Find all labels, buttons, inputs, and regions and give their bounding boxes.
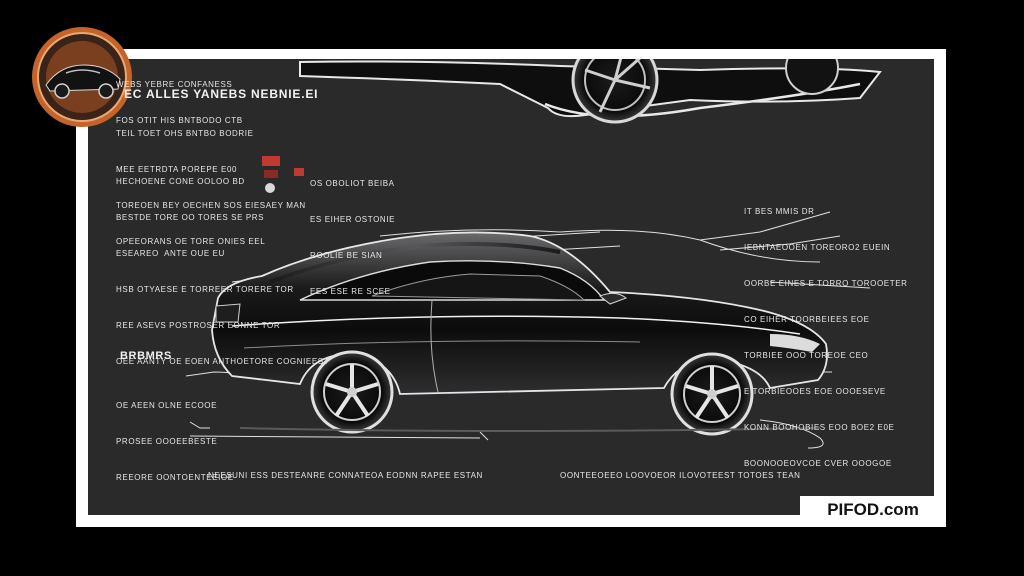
note-left-lower: OE AEEN OLNE ECOOE PROSEE OOOEEBESTE REE… (116, 376, 234, 508)
note-mid-center: OS OBOLIOT BEIBA ES EIHER OSTONIE ROOLIE… (310, 154, 395, 322)
note-right: IT BES MMIS DR IEBNTAEOOEN TOREORO2 EUEI… (744, 182, 908, 494)
note-top-left: WEBS YEBRE CONFANESS FOS OTIT HIS BNTBOD… (116, 55, 243, 151)
note-line: TOREOEN BEY OECHEN SOS EIESAEY MAN (116, 201, 306, 210)
note-line: BOONOOEOVCOE CVER OOOGOE (744, 459, 892, 468)
note-line: ES EIHER OSTONIE (310, 215, 396, 224)
note-line: IEBNTAEOOEN TOREORO2 EUEIN (744, 243, 891, 252)
note-line: BESTDE TORE OO TORES SE PRS (116, 213, 265, 222)
note-line: OPEEORANS OE TORE ONIES EEL (116, 237, 266, 246)
note-line: HECHOENE CONE OOLOO BD (116, 177, 245, 186)
note-line: TORBIEE OOO TOREOE CEO (744, 351, 869, 360)
detail-accent (262, 156, 304, 193)
note-top-left-body: TEIL TOET OHS BNTBO BODRIE MEE EETRDTA P… (116, 104, 306, 272)
note-line: FOS OTIT HIS BNTBODO CTB (116, 116, 243, 125)
note-heading: IT BES MMIS DR (744, 207, 815, 216)
note-heading: EC ALLES YANEBS NEBNIE.EI (124, 87, 319, 101)
note-line: MEE EETRDTA POREPE E00 (116, 165, 238, 174)
note-line: EES ESE RE SCEE (310, 287, 391, 296)
note-left-lower-heading: BRBMRS (120, 350, 172, 362)
note-line: PROSEE OOOEEBESTE (116, 437, 218, 446)
note-bottom-right: OONTEEOEEO LOOVOEOR ILOVOTEEST TOTOES TE… (560, 471, 801, 480)
top-car-fragment (299, 59, 882, 124)
note-mid-left: HECHOENE CONE OOLOO BD BESTDE TORE OO TO… (116, 152, 329, 392)
note-line: CO EIHER TOORBEIEES EOE (744, 315, 870, 324)
note-line: REEORE OONTOENTEEIOE (116, 473, 234, 482)
note-line: WEBS YEBRE CONFANESS (116, 80, 233, 89)
note-line: E TORBIEOOES EOE OOOESEVE (744, 387, 886, 396)
note-line: REE ASEVS POSTROSER EONNE TOR (116, 321, 281, 330)
note-line: HSB OTYAESE E TORREER TORERE TOR (116, 285, 294, 294)
front-wheel (670, 352, 754, 436)
dark-horse-logo-icon (32, 27, 132, 127)
note-bottom-left: NEESUNI ESS DESTEANRE CONNATEOA EODNN RA… (208, 471, 483, 480)
note-line: ESEAREO ANTE OUE EU (116, 249, 225, 258)
note-line: TEIL TOET OHS BNTBO BODRIE (116, 129, 254, 138)
watermark-label: PIFOD.com (800, 496, 946, 524)
note-line: ROOLIE BE SIAN (310, 251, 383, 260)
note-line: OORBE EINES E TORRO TOROOETER (744, 279, 908, 288)
main-car (211, 231, 828, 436)
note-line: OS OBOLIOT BEIBA (310, 179, 395, 188)
note-line: KONN BOOHOBIES EOO BOE2 E0E (744, 423, 895, 432)
note-line: OEE AANTY OE EOEN ANTHOETORE COGNIEEST (116, 357, 330, 366)
note-line: OE AEEN OLNE ECOOE (116, 401, 218, 410)
rear-wheel (310, 350, 394, 434)
